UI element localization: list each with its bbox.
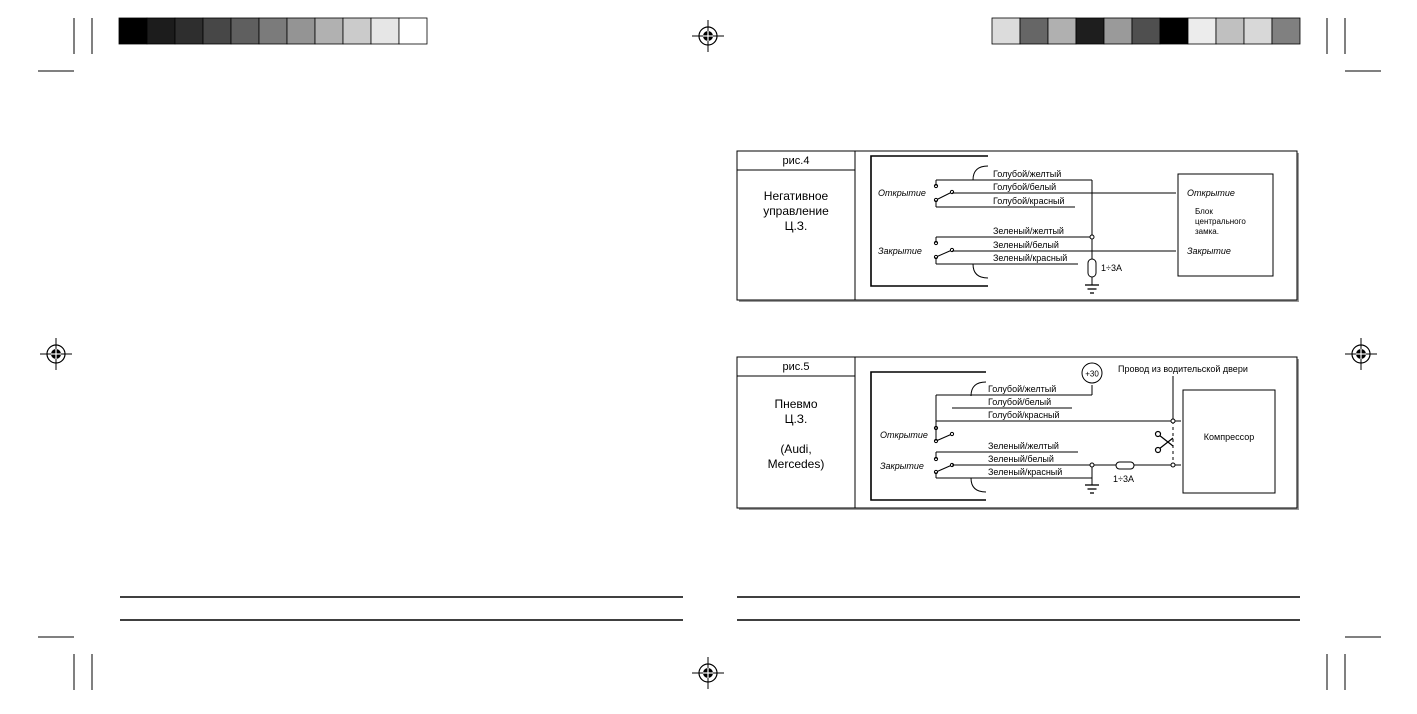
junction-dot-5c (1089, 462, 1095, 468)
color-swatch (1103, 17, 1133, 45)
fig5-close-label: Закрытие (880, 461, 924, 471)
unit-open-label: Открытие (1187, 188, 1235, 198)
wires-5 (935, 376, 1181, 485)
fuse-4-label: 1÷3А (1101, 263, 1122, 273)
color-calibration-bar-right (991, 17, 1301, 45)
ground-icon (1085, 284, 1099, 294)
fig4-wire-green-red: Зеленый/красный (993, 253, 1067, 263)
junction-dot-4 (1089, 234, 1095, 240)
fig5-wire-green-yellow: Зеленый/желтый (988, 441, 1059, 451)
fig4-wire-blue-red: Голубой/красный (993, 196, 1065, 206)
fuse-4 (1087, 258, 1097, 278)
figure-4-desc-3: Ц.З. (785, 219, 808, 233)
color-swatch (342, 17, 372, 45)
color-swatch (1047, 17, 1077, 45)
color-swatch (1271, 17, 1301, 45)
fig5-wire-blue-red: Голубой/красный (988, 410, 1060, 420)
alarm-module-5 (870, 371, 987, 501)
fig4-wire-blue-white: Голубой/белый (993, 182, 1056, 192)
color-swatch (202, 17, 232, 45)
color-swatch (1187, 17, 1217, 45)
fig5-open-label: Открытие (880, 430, 928, 440)
registration-mark-left (40, 338, 72, 370)
registration-mark-bottom (692, 657, 724, 689)
page-rules (120, 596, 1300, 621)
compressor-label: Компрессор (1204, 432, 1254, 442)
color-swatch (1075, 17, 1105, 45)
junction-dot-5a (1170, 418, 1176, 424)
figure-5-desc-2: Ц.З. (785, 412, 808, 426)
fig4-open-label: Открытие (878, 188, 926, 198)
figure-4: рис.4 Негативное управление Ц.З. Открыти… (736, 150, 1299, 302)
figure-5-desc-1: Пневмо (774, 397, 817, 411)
figure-4-desc-1: Негативное (764, 189, 829, 203)
fig4-wire-green-white: Зеленый/белый (993, 240, 1059, 250)
figure-5-desc-4: (Audi, (780, 442, 811, 456)
plus30-terminal (1081, 362, 1103, 384)
fig4-wire-blue-yellow: Голубой/желтый (993, 169, 1061, 179)
wires-4 (935, 179, 1176, 285)
scissors-icon (1154, 430, 1174, 454)
figure-4-caption: рис.4 (783, 155, 810, 167)
color-swatch (230, 17, 260, 45)
color-swatch (1131, 17, 1161, 45)
fig4-close-label: Закрытие (878, 246, 922, 256)
fig5-wire-blue-white: Голубой/белый (988, 397, 1051, 407)
figure-5-caption: рис.5 (783, 361, 810, 373)
unit-close-label: Закрытие (1187, 246, 1231, 256)
registration-mark-right (1345, 338, 1377, 370)
color-swatch (146, 17, 176, 45)
fig5-wire-blue-yellow: Голубой/желтый (988, 384, 1056, 394)
color-swatch (1243, 17, 1273, 45)
color-swatch (174, 17, 204, 45)
color-swatch (118, 17, 148, 45)
fuse-5 (1115, 461, 1135, 470)
color-swatch (991, 17, 1021, 45)
color-swatch (1019, 17, 1049, 45)
unit-name-3: замка. (1195, 227, 1219, 236)
color-swatch (398, 17, 428, 45)
fig4-wire-green-yellow: Зеленый/желтый (993, 226, 1064, 236)
fuse-5-label: 1÷3А (1113, 474, 1134, 484)
figure-5-desc-5: Mercedes) (768, 457, 825, 471)
junction-dot-5b (1170, 462, 1176, 468)
central-lock-unit (1177, 173, 1274, 277)
fig5-wire-green-red: Зеленый/красный (988, 467, 1062, 477)
unit-name-1: Блок (1195, 207, 1213, 216)
unit-name-2: центрального (1195, 217, 1246, 226)
relay-switches-4 (933, 183, 955, 260)
door-wire-label: Провод из водительской двери (1118, 364, 1248, 374)
fig5-wire-green-white: Зеленый/белый (988, 454, 1054, 464)
color-swatch (1159, 17, 1189, 45)
alarm-module-4 (870, 155, 989, 287)
color-swatch (370, 17, 400, 45)
color-swatch (258, 17, 288, 45)
figure-4-desc-2: управление (763, 204, 829, 218)
crop-marks (38, 18, 1381, 690)
color-calibration-bar-left (118, 17, 428, 45)
registration-mark-top (692, 20, 724, 52)
color-swatch (286, 17, 316, 45)
figure-5: рис.5 Пневмо Ц.З. (Audi, Mercedes) Откры… (736, 356, 1299, 510)
ground-icon (1085, 484, 1099, 494)
color-swatch (314, 17, 344, 45)
color-swatch (1215, 17, 1245, 45)
plus30-label: +30 (1085, 370, 1099, 379)
compressor-unit (1182, 389, 1276, 494)
